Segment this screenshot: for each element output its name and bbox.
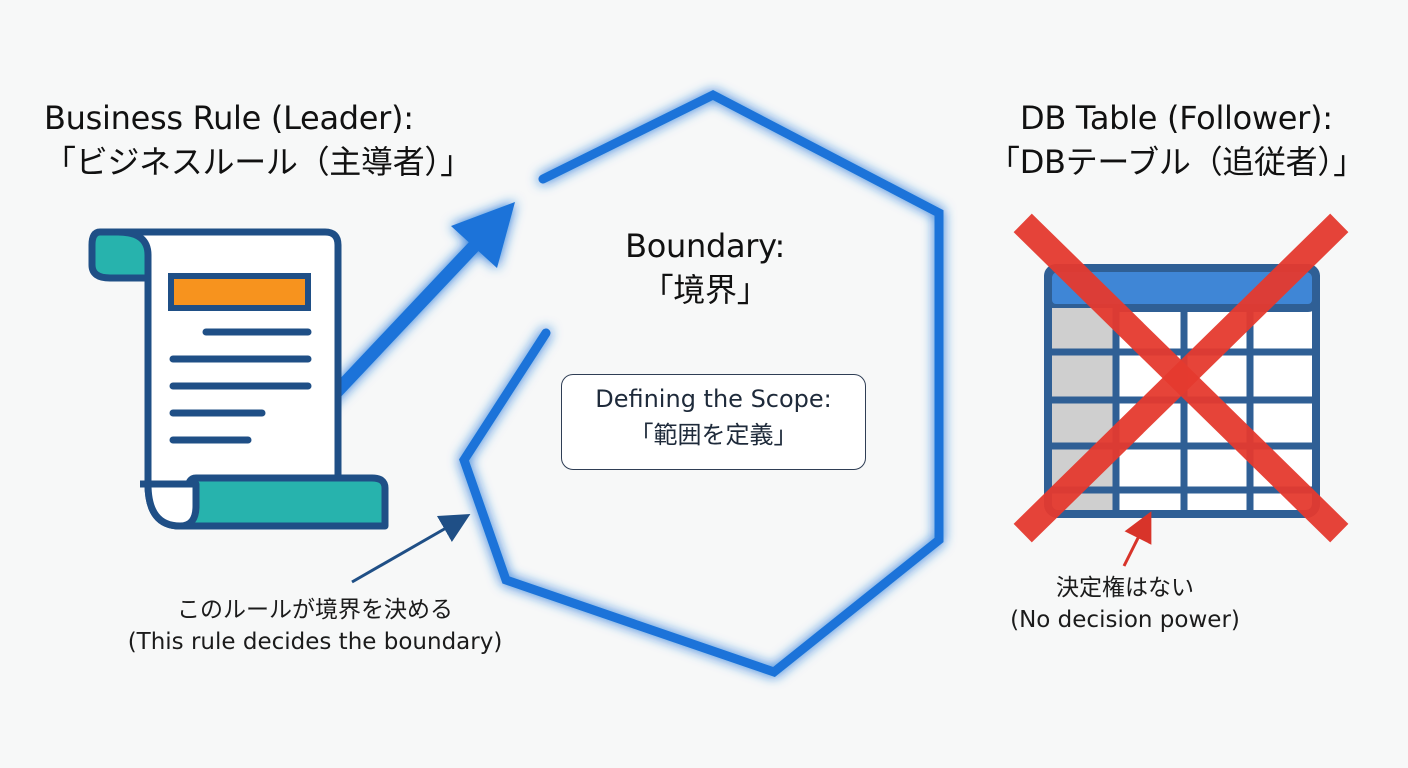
follower-caption: 決定権はない (No decision power): [990, 572, 1260, 636]
boundary-heading: Boundary: 「境界」: [560, 224, 850, 312]
red-cross-icon: [1013, 213, 1349, 543]
document-scroll-icon: [88, 228, 389, 530]
leader-caption-en: (This rule decides the boundary): [127, 629, 503, 655]
db-table-title-en: DB Table (Follower):: [1020, 99, 1333, 137]
no-power-pointer-arrow: [1122, 511, 1152, 567]
db-table-title-ja: 「DBテーブル（追従者）」: [988, 143, 1365, 181]
business-rule-title-ja: 「ビジネスルール（主導者）」: [44, 143, 472, 181]
follower-caption-ja: 決定権はない: [1056, 575, 1194, 601]
business-rule-title-en: Business Rule (Leader):: [44, 99, 414, 137]
follower-caption-en: (No decision power): [1010, 607, 1240, 633]
leader-caption-ja: このルールが境界を決める: [177, 597, 453, 623]
business-rule-heading: Business Rule (Leader): 「ビジネスルール（主導者）」: [44, 96, 472, 184]
scope-box: Defining the Scope: 「範囲を定義」: [561, 374, 866, 470]
boundary-title-ja: 「境界」: [641, 271, 769, 309]
leader-arrow-head: [451, 202, 515, 268]
scope-title-en: Defining the Scope:: [595, 385, 832, 413]
db-table-heading: DB Table (Follower): 「DBテーブル（追従者）」: [988, 96, 1365, 184]
boundary-hexagon: [459, 89, 944, 678]
boundary-pointer-arrow: [351, 514, 471, 584]
hexagon-outline: [459, 89, 944, 678]
leader-caption: このルールが境界を決める (This rule decides the boun…: [95, 594, 535, 658]
boundary-title-en: Boundary:: [625, 227, 785, 265]
scope-title-ja: 「範囲を定義」: [629, 421, 798, 449]
